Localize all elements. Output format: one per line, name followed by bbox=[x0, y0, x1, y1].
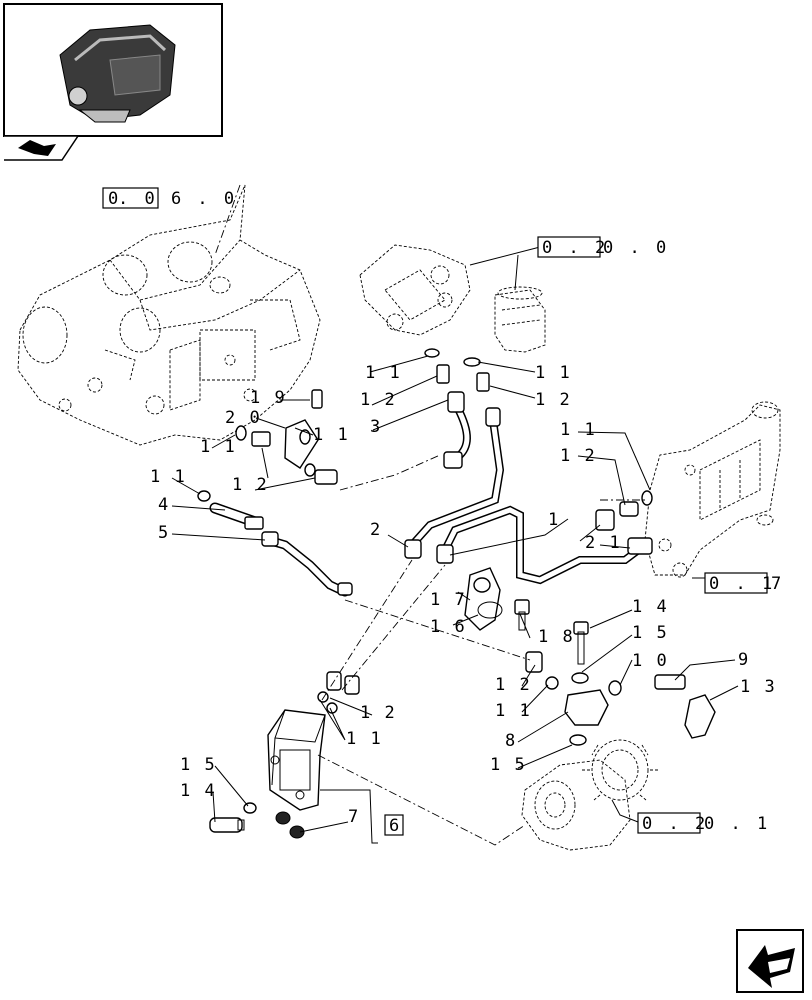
ref-box-label: 0 . 2 bbox=[642, 814, 708, 834]
routing-lines bbox=[214, 184, 645, 846]
callout-20: 2 0 bbox=[225, 408, 262, 428]
ref-tail-label: 0 . 1 bbox=[704, 814, 770, 834]
ref-0-06-0[interactable]: 0 . 0 6 . 0 bbox=[102, 187, 237, 209]
callout-14: 1 4 bbox=[632, 597, 669, 617]
callout-11: 1 1 bbox=[150, 467, 187, 487]
ref-0-17[interactable]: 0 . 1 7 bbox=[704, 572, 784, 594]
callout-7: 7 bbox=[348, 807, 360, 827]
callout-1: 1 bbox=[548, 510, 560, 530]
ref-0-20-0[interactable]: 0 . 2 0 . 0 bbox=[537, 236, 669, 258]
ref-6[interactable]: 6 bbox=[384, 814, 404, 836]
callout-12: 1 2 bbox=[495, 675, 532, 695]
engine-thumbnail-icon[interactable] bbox=[3, 3, 223, 137]
ref-tail-label: 7 bbox=[771, 574, 784, 594]
callout-18: 1 8 bbox=[538, 627, 575, 647]
callout-11: 1 1 bbox=[495, 701, 532, 721]
callout-3: 3 bbox=[370, 417, 382, 437]
callout-19: 1 9 bbox=[250, 388, 287, 408]
callout-15: 1 5 bbox=[180, 755, 217, 775]
callout-12: 1 2 bbox=[535, 390, 572, 410]
callout-9: 9 bbox=[738, 650, 750, 670]
callout-12: 1 2 bbox=[360, 390, 397, 410]
callout-11: 1 1 bbox=[313, 425, 350, 445]
callout-11: 1 1 bbox=[346, 729, 383, 749]
pump-bracket bbox=[644, 401, 781, 578]
pipe-2 bbox=[408, 416, 505, 549]
leader-lines bbox=[171, 246, 739, 844]
ref-box-label: 0 . 2 bbox=[542, 238, 608, 258]
callout-21: 2 1 bbox=[585, 533, 622, 553]
ref-box-label: 0 . 1 bbox=[709, 574, 775, 594]
callout-2: 2 bbox=[370, 520, 382, 540]
callout-14: 1 4 bbox=[180, 781, 217, 801]
ref-tail-label: 0 . 0 bbox=[603, 238, 669, 258]
callout-8: 8 bbox=[505, 731, 517, 751]
callout-17: 1 7 bbox=[430, 590, 467, 610]
callout-15: 1 5 bbox=[632, 623, 669, 643]
callouts: 1 2 3 4 5 7 8 9 1 0 1 1 1 1 1 1 1 1 1 1 … bbox=[150, 363, 777, 827]
prev-arrow-icon[interactable] bbox=[4, 135, 80, 161]
callout-11: 1 1 bbox=[200, 437, 237, 457]
callout-16: 1 6 bbox=[430, 617, 467, 637]
callout-11: 1 1 bbox=[365, 363, 402, 383]
pipe-1 bbox=[441, 505, 649, 585]
callout-5: 5 bbox=[158, 523, 170, 543]
ref-tail-label: . 0 6 . 0 bbox=[118, 189, 237, 209]
callout-12: 1 2 bbox=[560, 446, 597, 466]
ref-box-label: 6 bbox=[389, 816, 402, 836]
callout-13: 1 3 bbox=[740, 677, 777, 697]
pump-gear-unit bbox=[521, 739, 658, 851]
callout-4: 4 bbox=[158, 495, 170, 515]
callout-10: 1 0 bbox=[632, 651, 669, 671]
fittings bbox=[197, 348, 716, 839]
ref-box-label: 0 bbox=[108, 189, 121, 209]
callout-12: 1 2 bbox=[232, 475, 269, 495]
callout-12: 1 2 bbox=[360, 703, 397, 723]
next-page-arrow-icon[interactable] bbox=[736, 929, 804, 993]
callout-11: 1 1 bbox=[560, 420, 597, 440]
callout-11: 1 1 bbox=[535, 363, 572, 383]
engine-block bbox=[17, 184, 321, 446]
pipe-5 bbox=[263, 535, 350, 597]
callout-15: 1 5 bbox=[490, 755, 527, 775]
pump-cover bbox=[267, 709, 326, 811]
ref-0-20-1[interactable]: 0 . 2 0 . 1 bbox=[637, 812, 770, 834]
filter-housing bbox=[359, 244, 546, 353]
